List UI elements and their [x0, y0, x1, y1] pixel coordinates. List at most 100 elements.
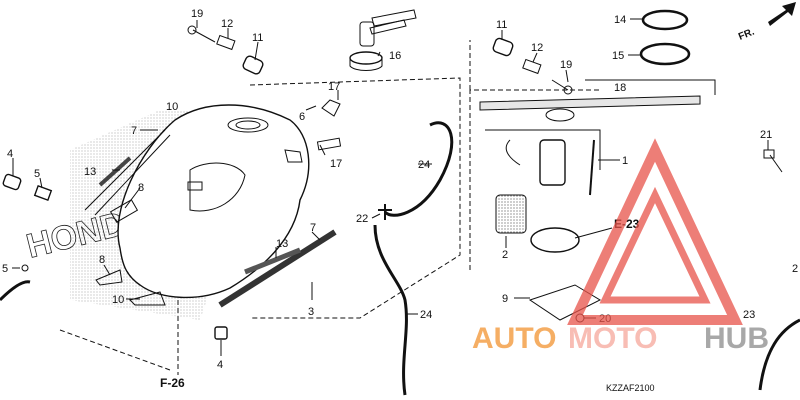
hose-left: [0, 280, 31, 302]
ref-f26: F-26: [160, 376, 185, 390]
seal-15: [639, 42, 691, 66]
hose-23: [758, 318, 800, 391]
diagram-code: KZZAF2100: [606, 383, 655, 393]
pump-dashed-box: [469, 89, 600, 270]
callout-14: 14: [614, 14, 626, 26]
watermark-moto: MOTO: [568, 322, 657, 355]
pump-box: [485, 129, 601, 170]
bolt-21-head: [763, 149, 775, 159]
callout-6: 6: [299, 111, 305, 123]
callout-11-right: 11: [496, 19, 507, 31]
callout-8-bottom: 8: [99, 254, 105, 266]
pump-wire: [505, 139, 521, 166]
fuel-pump-motor: [539, 139, 566, 186]
callout-2-edge: 2: [792, 263, 798, 275]
watermark-triangle-outer: [567, 138, 743, 325]
joint-22: [378, 204, 392, 220]
filler-neck-inner: [235, 120, 261, 130]
pad-10-bottom: [129, 291, 166, 306]
callout-22: 22: [356, 213, 368, 225]
callout-24-top: 24: [418, 159, 430, 171]
cushion-4-bottom: [214, 326, 228, 340]
tank-fitting: [284, 149, 303, 163]
callout-17-mid: 17: [330, 158, 342, 170]
callout-21: 21: [760, 129, 772, 141]
callout-24-bottom: 24: [420, 309, 432, 321]
callout-12-right: 12: [531, 42, 543, 54]
cushion-11-right: [492, 37, 514, 57]
fuel-strainer: [495, 194, 527, 234]
pad-8-bottom: [95, 269, 123, 286]
tube-17: [316, 137, 342, 151]
key-2: [369, 19, 407, 35]
watermark-hub: HUB: [704, 322, 769, 355]
watermark-auto: AUTO: [472, 322, 556, 355]
callout-17-top: 17: [328, 81, 340, 93]
clip-5-left: [21, 264, 29, 272]
pump-base: [530, 227, 580, 253]
callout-19-right: 19: [560, 59, 572, 71]
callout-4-bottom: 4: [217, 359, 223, 371]
collar-5-left: [33, 185, 53, 201]
tank-bracket: [187, 181, 203, 191]
watermark: [567, 138, 743, 325]
fuel-cap-base: [349, 58, 383, 71]
callout-12: 12: [221, 18, 233, 30]
callout-19: 19: [191, 8, 203, 20]
set-plate-9: [528, 284, 602, 321]
rubber-13-top: [98, 156, 132, 187]
callout-10-top: 10: [166, 101, 178, 113]
callout-15: 15: [612, 50, 624, 62]
callout-16: 16: [389, 50, 401, 62]
bolt-19-right-shaft: [551, 79, 569, 91]
collar-12-right: [522, 58, 542, 75]
pump-plate: [479, 95, 701, 111]
watermark-triangle-inner: [599, 186, 711, 304]
fuel-cap: [349, 51, 383, 65]
callout-13-bottom: 13: [276, 238, 288, 250]
rubber-strip-7: [84, 129, 171, 216]
gasket-14: [641, 9, 689, 31]
callout-9: 9: [502, 293, 508, 305]
pump-top-ring: [545, 108, 575, 122]
bolt-19-shaft: [192, 29, 216, 43]
hose-24-lower: [373, 224, 408, 396]
rubber-strip-7-bottom: [218, 229, 337, 308]
callout-7-bottom: 7: [310, 222, 316, 234]
leader-lines: [12, 18, 769, 356]
filler-neck: [227, 117, 269, 133]
callout-11: 11: [252, 32, 263, 44]
callout-1: 1: [622, 155, 628, 167]
fuel-tank: [117, 104, 310, 299]
callout-3: 3: [308, 306, 314, 318]
callout-8-top: 8: [138, 182, 144, 194]
rubber-13-bottom: [244, 247, 301, 275]
tank-recess: [189, 162, 246, 212]
bolt-19-head: [187, 25, 197, 35]
callout-7-top: 7: [131, 125, 137, 137]
callout-23: 23: [743, 309, 755, 321]
callout-18: 18: [614, 82, 626, 94]
cushion-4-left: [2, 173, 22, 191]
callout-4-left: 4: [7, 148, 13, 160]
tank-dashed-box: [249, 77, 461, 319]
callout-2: 2: [502, 249, 508, 261]
front-arrow-icon: [768, 2, 796, 26]
bolt-19-right-head: [563, 85, 573, 95]
part-6: [321, 99, 341, 117]
collar-12: [216, 34, 236, 51]
callout-5-bottom: 5: [2, 263, 8, 275]
callout-5-left: 5: [34, 168, 40, 180]
callout-18-bracket: [585, 79, 716, 95]
pad-8-top: [109, 199, 139, 223]
fuel-gauge-rod: [589, 139, 595, 196]
callout-13-top: 13: [84, 166, 96, 178]
key-1: [371, 9, 417, 27]
callout-10-bottom: 10: [112, 294, 124, 306]
dashed-leader: [59, 329, 171, 371]
cushion-11: [242, 55, 264, 75]
front-label: FR.: [737, 26, 756, 42]
hose-24-upper: [383, 121, 454, 217]
